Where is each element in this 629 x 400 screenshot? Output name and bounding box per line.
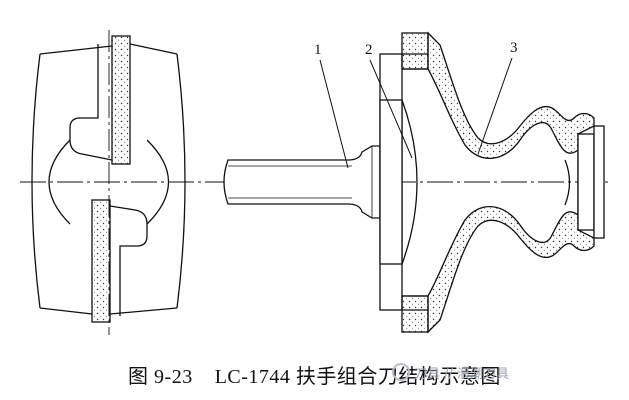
lower-profile-blade	[427, 205, 595, 334]
lower-insert	[91, 199, 111, 323]
workpiece-left-edge	[31, 53, 41, 309]
part-label-2: 2	[365, 42, 373, 58]
part-label-3: 3	[510, 40, 518, 56]
leader-line-1	[319, 59, 349, 169]
bottom-edge-insert	[401, 295, 429, 333]
caption-number: 图 9-23	[128, 366, 193, 388]
caption-title: LC-1744 扶手组合刀结构示意图	[214, 366, 501, 388]
leader-line-3	[477, 57, 513, 155]
watermark-text: 刀具 // 浪潮刀具	[414, 367, 510, 382]
part-callouts	[319, 57, 513, 169]
leader-line-2	[369, 59, 413, 159]
figure-caption: 图 9-23 LC-1744 扶手组合刀结构示意图	[0, 360, 629, 389]
cutter-assembly	[223, 31, 605, 334]
top-edge-insert	[401, 32, 429, 70]
wechat-logo-icon	[392, 363, 410, 381]
workpiece-dome-left	[48, 139, 71, 225]
workpiece-side-view	[31, 35, 186, 323]
watermark: 刀具 // 浪潮刀具	[392, 363, 509, 382]
tail-flange	[577, 133, 595, 231]
shank-body	[223, 145, 381, 219]
workpiece-right-edge	[176, 53, 186, 309]
part-label-1: 1	[314, 42, 322, 58]
upper-insert	[111, 35, 131, 165]
